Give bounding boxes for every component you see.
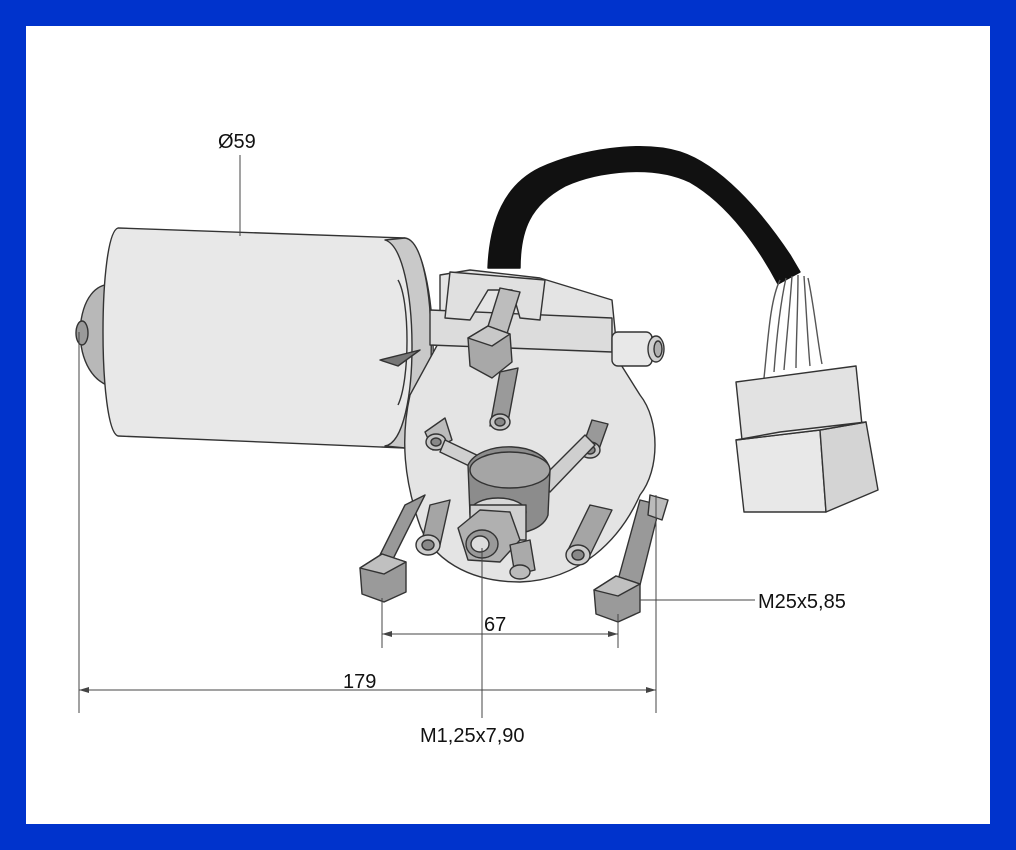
dimension-lines (78, 155, 755, 718)
wires (763, 274, 823, 379)
gearbox-housing (404, 269, 665, 583)
wiring-cable (487, 146, 801, 285)
electrical-connector (735, 365, 879, 513)
left-hex-bolt (359, 553, 407, 603)
top-hex-bolt (467, 287, 521, 379)
bolt-spacing-label: 67 (484, 614, 506, 636)
overall-length-label: 179 (343, 671, 376, 693)
bolt-thread-label: M25x5,85 (758, 591, 846, 613)
diameter-label: Ø59 (218, 131, 256, 153)
mounting-studs (369, 494, 669, 586)
shaft-thread-label: M1,25x7,90 (420, 725, 525, 747)
output-shaft (457, 446, 551, 563)
motor-cylinder (75, 227, 434, 449)
dimension-arrows (79, 631, 656, 693)
right-hex-bolt (593, 575, 641, 623)
